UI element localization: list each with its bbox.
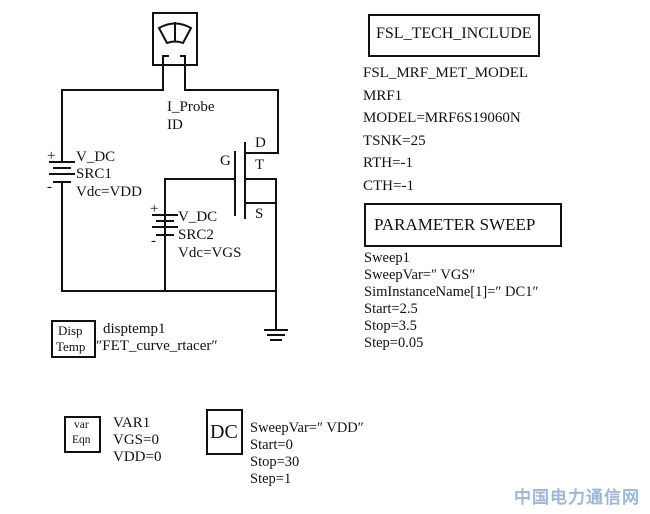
src1-minus-sign: - [47, 179, 52, 195]
meter-dial-icon [157, 22, 193, 45]
disp-temp-name: disptemp1 [103, 321, 166, 337]
param-line: VDD=0 [113, 449, 162, 465]
param-line: RTH=-1 [363, 155, 414, 171]
param-line: Stop=3.5 [364, 318, 417, 334]
param-line: VGS=0 [113, 432, 159, 448]
probe-lead-left [162, 55, 169, 91]
disp-temp-template: ″FET_curve_rtacer″ [96, 338, 218, 354]
param-line: Start=2.5 [364, 301, 418, 317]
parameter-sweep-title: PARAMETER SWEEP [374, 215, 536, 234]
src2-value-label: Vdc=VGS [178, 245, 242, 261]
src2-name-label: SRC2 [178, 227, 214, 243]
wire-src1-to-ground-rail [61, 183, 277, 292]
parameter-sweep-params: Sweep1 SweepVar=″ VGS″ SimInstanceName[1… [364, 250, 538, 352]
var-eqn-params: VAR1 VGS=0 VDD=0 [113, 415, 161, 466]
parameter-sweep-block[interactable]: PARAMETER SWEEP [364, 203, 562, 247]
param-line: SimInstanceName[1]=″ DC1″ [364, 284, 539, 300]
watermark: 中国电力通信网 [514, 488, 640, 508]
param-line: TSNK=25 [363, 132, 426, 149]
var-eqn-icon-line1: var [74, 419, 89, 431]
drain-pin-label: D [255, 135, 266, 151]
probe-body [152, 12, 198, 66]
param-line: Stop=30 [250, 454, 300, 470]
wire-source-to-ground [245, 178, 277, 331]
wire-probe-to-drain [184, 89, 279, 154]
param-line: SweepVar=″ VGS″ [364, 267, 476, 283]
param-line: Sweep1 [364, 250, 410, 266]
dc-simulation-icon[interactable]: DC [206, 409, 243, 455]
disp-temp-icon-line1: Disp [58, 323, 83, 338]
tech-include-title: FSL_TECH_INCLUDE [376, 25, 532, 42]
var-eqn-icon[interactable]: var Eqn [64, 416, 101, 453]
param-line: Step=1 [250, 471, 292, 487]
src1-name-label: SRC1 [76, 166, 112, 182]
tech-include-block[interactable]: FSL_TECH_INCLUDE [368, 14, 540, 57]
src1-battery-symbol[interactable] [49, 161, 75, 191]
src1-plus-sign: + [47, 148, 56, 164]
param-line: FSL_MRF_MET_MODEL [363, 65, 529, 81]
ground-icon [264, 329, 288, 341]
mosfet-symbol[interactable] [234, 142, 246, 219]
wire-probe-to-src1 [61, 89, 164, 161]
gate-pin-label: G [220, 153, 231, 169]
param-line: Start=0 [250, 437, 293, 453]
disp-temp-icon-line2: Temp [56, 339, 86, 354]
src1-value-label: Vdc=VDD [76, 184, 142, 200]
tech-include-params: FSL_MRF_MET_MODEL MRF1 MODEL=MRF6S19060N… [363, 62, 528, 197]
dc-simulation-params: SweepVar=″ VDD″ Start=0 Stop=30 Step=1 [250, 420, 364, 488]
param-line: Step=0.05 [364, 335, 424, 351]
disp-temp-icon[interactable]: Disp Temp [51, 320, 96, 358]
source-pin-label: S [255, 206, 264, 222]
src2-plus-sign: + [150, 201, 159, 217]
param-line: SweepVar=″ VDD″ [250, 420, 364, 436]
probe-lead-right [180, 55, 186, 91]
var-eqn-icon-line2: Eqn [72, 434, 91, 446]
probe-type-label: I_Probe [167, 99, 215, 115]
src1-type-label: V_DC [76, 149, 116, 165]
param-line: MRF1 [363, 87, 403, 104]
thermal-pin-label: T [255, 157, 265, 173]
dc-simulation-icon-label: DC [210, 421, 238, 443]
current-probe-symbol[interactable] [152, 12, 198, 91]
probe-name-label: ID [167, 117, 183, 133]
param-line: CTH=-1 [363, 177, 414, 194]
src2-type-label: V_DC [178, 209, 218, 225]
src2-battery-symbol[interactable] [152, 178, 178, 261]
param-line: VAR1 [113, 415, 151, 431]
src2-minus-sign: - [151, 233, 156, 249]
param-line: MODEL=MRF6S19060N [363, 110, 521, 126]
